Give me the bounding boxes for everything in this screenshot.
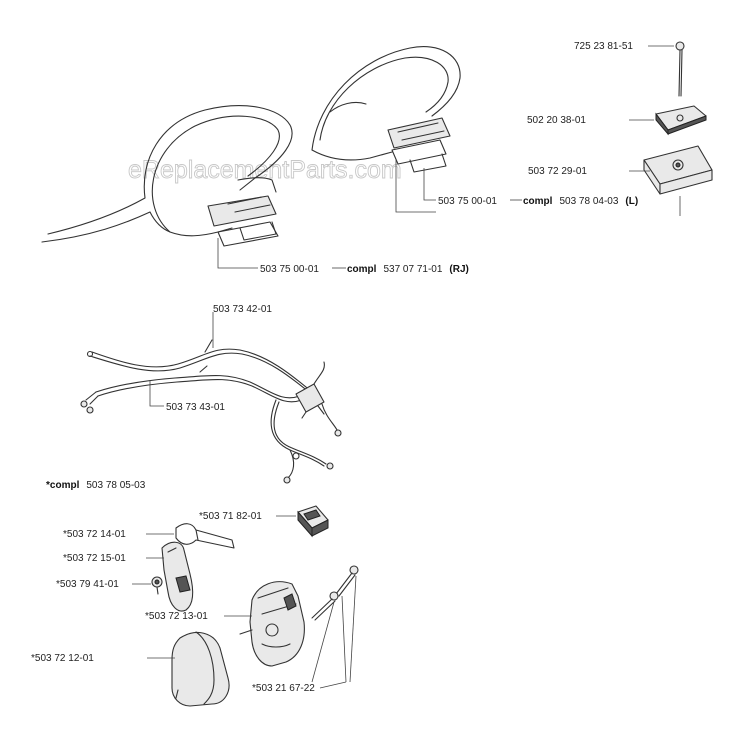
handle-left-part-label: 503 75 00-01: [438, 196, 497, 207]
cover-label: *503 72 12-01: [31, 653, 94, 664]
trigger-lever-label: *503 72 14-01: [63, 529, 126, 540]
handle-left-compl-label: compl 503 78 04-03 (L): [523, 191, 638, 208]
throttle-lock-label: *503 72 15-01: [63, 553, 126, 564]
housing-half-503-72-13-01: [239, 581, 305, 667]
clamp-label: 503 72 29-01: [528, 166, 587, 177]
trigger-lever-503-72-14-01: [175, 523, 235, 549]
screws-503-21-67-22: [311, 565, 359, 621]
wire-lower-label: 503 73 43-01: [166, 402, 225, 413]
clamp-503-72-29-01: [643, 145, 713, 195]
housing-half-label: *503 72 13-01: [145, 611, 208, 622]
switch-label: *503 71 82-01: [199, 511, 262, 522]
cover-503-72-12-01: [171, 631, 230, 707]
handle-right-part-label: 503 75 00-01: [260, 264, 319, 275]
wire-harness: [80, 339, 342, 484]
screws-label: *503 21 67-22: [252, 683, 315, 694]
watermark: eReplacementParts.com: [128, 156, 402, 184]
nut-label: 502 20 38-01: [527, 115, 586, 126]
nut-502-20-38-01: [655, 105, 707, 136]
screw-label: *503 79 41-01: [56, 579, 119, 590]
handle-right: [41, 105, 293, 247]
throttle-lock-503-72-15-01: [161, 541, 194, 612]
screw-503-79-41-01: [151, 576, 163, 595]
wire-upper-label: 503 73 42-01: [213, 304, 272, 315]
bolt-725-23-81-51: [675, 41, 685, 97]
handle-left: [311, 46, 461, 173]
switch-503-71-82-01: [297, 505, 329, 538]
handle-right-compl-label: compl 537 07 71-01 (RJ): [347, 259, 469, 276]
bolt-label: 725 23 81-51: [574, 41, 633, 52]
kit-label: *compl 503 78 05-03: [46, 475, 146, 492]
